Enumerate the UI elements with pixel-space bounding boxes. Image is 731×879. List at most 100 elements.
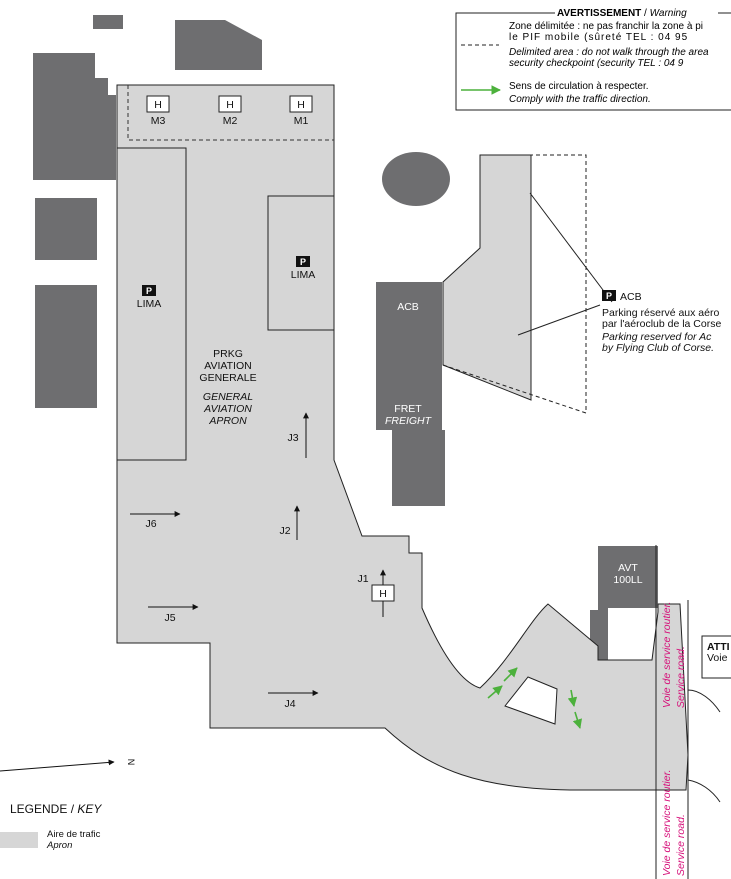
taxi-j6: J6 xyxy=(130,511,181,530)
svg-text:LIMA: LIMA xyxy=(291,269,316,281)
legend-apron-fr: Aire de trafic xyxy=(47,829,101,840)
green-arrow-icon xyxy=(567,689,578,707)
svg-text:P: P xyxy=(300,257,306,267)
acb-callout-line-2 xyxy=(517,304,601,336)
svg-text:Parking réservé aux aéro: Parking réservé aux aéro xyxy=(602,307,719,319)
building-acb-fret xyxy=(376,282,445,506)
lima-parking-west xyxy=(116,147,187,461)
green-arrow-icon xyxy=(572,711,583,729)
svg-text:LIMA: LIMA xyxy=(137,298,162,310)
warning-box: AVERTISSEMENT / Warning Zone délimitée :… xyxy=(455,8,731,111)
service-road-label-upper: Voie de service routier. Service road. xyxy=(661,601,687,708)
svg-text:par l'aéroclub de la Corse: par l'aéroclub de la Corse xyxy=(602,318,721,330)
attention-text: Voie xyxy=(707,652,728,664)
svg-text:J3: J3 xyxy=(287,432,298,444)
general-aviation-label: PRKG AVIATION GENERALE GENERAL AVIATION … xyxy=(199,348,256,427)
svg-text:GENERAL: GENERAL xyxy=(203,391,253,403)
svg-text:H: H xyxy=(379,588,387,600)
svg-text:by Flying Club of Corse.: by Flying Club of Corse. xyxy=(602,342,714,354)
traffic-direction-arrows xyxy=(487,667,583,729)
helipad-label-m2: M2 xyxy=(223,115,238,127)
warning-fr-line1: Zone délimitée : ne pas franchir la zone… xyxy=(509,21,703,32)
svg-text:P: P xyxy=(606,291,612,301)
taxi-j4: J4 xyxy=(268,690,319,710)
svg-text:Voie de service routier.: Voie de service routier. xyxy=(661,769,673,876)
parking-icon xyxy=(142,285,156,296)
parking-icon xyxy=(602,290,616,301)
building-small-top xyxy=(93,15,123,29)
north-arrow-icon xyxy=(0,759,115,772)
acb-parking-zone xyxy=(442,154,532,401)
road-curve-upper xyxy=(687,689,721,713)
legend: LEGENDE / KEY Aire de trafic Apron xyxy=(0,802,102,851)
building-left-lower xyxy=(35,285,97,408)
freight-label: FREIGHT xyxy=(385,415,433,427)
green-arrow-icon xyxy=(487,685,503,699)
buildings xyxy=(33,15,658,676)
acb-building-label: ACB xyxy=(397,301,419,313)
traffic-island xyxy=(504,676,558,725)
helipad-m1: H M1 xyxy=(289,95,313,127)
parking-icon xyxy=(296,256,310,267)
svg-text:GENERALE: GENERALE xyxy=(199,372,256,384)
helipad-j1 xyxy=(371,584,395,602)
svg-text:ACB: ACB xyxy=(620,291,642,303)
svg-text:P: P xyxy=(146,286,152,296)
lima-label-west: P LIMA xyxy=(137,285,162,310)
svg-text:Parking reserved for Ac: Parking reserved for Ac xyxy=(602,331,712,343)
svg-text:APRON: APRON xyxy=(208,415,247,427)
apron-area xyxy=(116,84,689,791)
fret-label: FRET xyxy=(394,403,422,415)
avt-label: AVT xyxy=(618,562,638,574)
acb-delimited-area xyxy=(442,154,587,414)
helipad-zone-boundary xyxy=(127,85,334,141)
building-left-upper xyxy=(33,53,116,180)
helipad-label-m3: M3 xyxy=(151,115,166,127)
green-arrow-icon xyxy=(503,667,518,682)
acb-callout-line-1 xyxy=(529,192,613,303)
building-top-center xyxy=(175,20,262,70)
apron-swatch xyxy=(0,832,38,848)
attention-box xyxy=(701,635,731,679)
helipad-label-m1: M1 xyxy=(294,115,309,127)
svg-text:Voie de service routier.: Voie de service routier. xyxy=(661,601,673,708)
taxi-j3: J3 xyxy=(287,412,309,458)
warning-title: AVERTISSEMENT / Warning xyxy=(557,8,687,19)
building-left-middle xyxy=(35,198,97,260)
warning-en-line2: security checkpoint (security TEL : 04 9 xyxy=(509,58,684,69)
road-curve-lower xyxy=(687,779,721,803)
traffic-direction-fr: Sens de circulation à respecter. xyxy=(509,81,649,92)
svg-text:J6: J6 xyxy=(145,518,156,530)
warning-fr-line2: le PIF mobile (sûreté TEL : 04 95 xyxy=(509,32,688,43)
svg-text:AVIATION: AVIATION xyxy=(204,360,251,372)
svg-text:Service road.: Service road. xyxy=(675,646,687,708)
taxi-j2: J2 xyxy=(279,505,300,540)
north-label: N xyxy=(126,759,136,766)
svg-text:J5: J5 xyxy=(164,612,175,624)
helipad-m2: H M2 xyxy=(218,95,242,127)
svg-text:J1: J1 xyxy=(357,573,368,585)
warning-en-line1: Delimited area : do not walk through the… xyxy=(509,47,709,58)
taxi-j5: J5 xyxy=(148,604,199,624)
building-avt xyxy=(590,546,658,676)
acb-parking-callout: P ACB Parking réservé aux aéro par l'aér… xyxy=(602,290,721,354)
traffic-direction-en: Comply with the traffic direction. xyxy=(509,94,651,105)
round-structure xyxy=(382,152,450,206)
svg-text:AVIATION: AVIATION xyxy=(203,403,252,415)
svg-text:PRKG: PRKG xyxy=(213,348,243,360)
svg-text:J2: J2 xyxy=(279,525,290,537)
fuel-label: 100LL xyxy=(613,574,642,586)
legend-title: LEGENDE / KEY xyxy=(10,802,102,816)
attention-title: ATTI xyxy=(707,641,730,653)
helipad-symbol: H xyxy=(154,99,162,111)
helipad-m3: H M3 xyxy=(146,95,170,127)
lima-parking-east xyxy=(267,195,335,331)
north-arrow: N xyxy=(0,759,136,772)
lima-label-east: P LIMA xyxy=(291,256,316,281)
svg-text:Service road.: Service road. xyxy=(675,814,687,876)
helipad-symbol: H xyxy=(226,99,234,111)
helipad-symbol: H xyxy=(297,99,305,111)
svg-text:J4: J4 xyxy=(284,698,295,710)
